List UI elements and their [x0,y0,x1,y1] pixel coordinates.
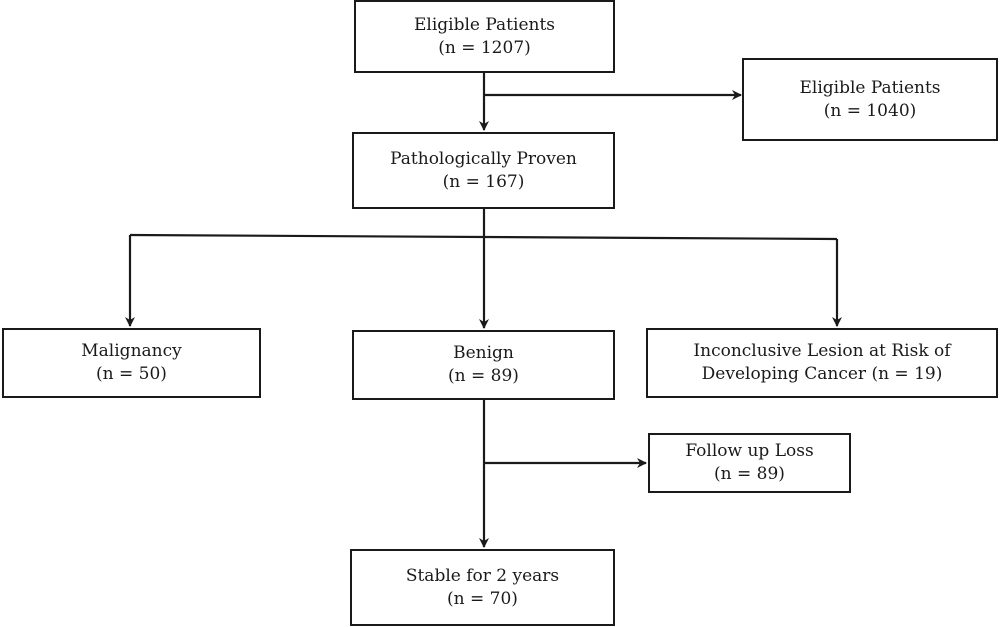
malignancy-label: Malignancy [81,341,182,361]
eligible-excluded-count: (n = 1040) [823,100,917,121]
benign-label: Benign [453,343,514,363]
eligible-patients-box: Eligible Patients (n = 1207) [354,0,615,73]
stable-count: (n = 70) [447,588,518,609]
eligible-patients-count: (n = 1207) [438,37,531,58]
eligible-patients-label: Eligible Patients [413,14,556,35]
stable-label: Stable for 2 years [405,565,560,586]
pathology-box: Pathologically Proven (n = 167) [352,132,615,209]
inconclusive-count: Developing Cancer (n = 19) [701,364,943,384]
followup-loss-count: (n = 89) [714,464,785,484]
benign-count: (n = 89) [448,366,519,386]
split-line [129,233,838,241]
inconclusive-label: Inconclusive Lesion at Risk of [693,341,951,361]
pathology-count: (n = 167) [442,171,525,192]
followup-loss-box: Follow up Loss (n = 89) [648,433,851,493]
malignancy-box: Malignancy (n = 50) [2,328,261,398]
eligible-excluded-box: Eligible Patients (n = 1040) [742,58,998,141]
stable-box: Stable for 2 years (n = 70) [350,549,615,626]
followup-loss-label: Follow up Loss [685,441,814,461]
benign-box: Benign (n = 89) [352,330,615,400]
pathology-label: Pathologically Proven [390,148,577,169]
eligible-excluded-label: Eligible Patients [799,77,941,98]
malignancy-count: (n = 50) [96,364,167,384]
inconclusive-box: Inconclusive Lesion at Risk of Developin… [646,328,998,398]
